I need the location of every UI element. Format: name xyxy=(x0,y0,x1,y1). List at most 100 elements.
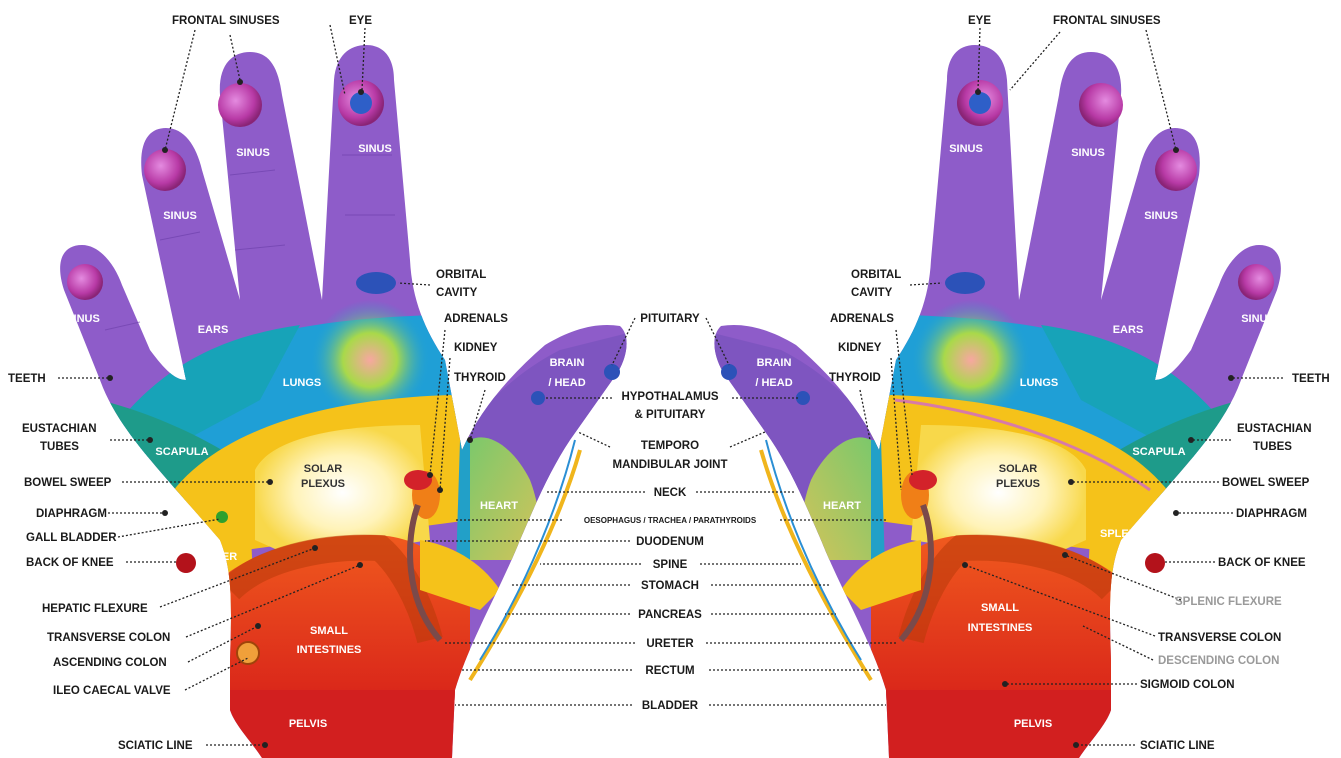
label-transverse-colon: TRANSVERSE COLON xyxy=(1158,632,1281,644)
label-pancreas: PANCREAS xyxy=(638,609,702,621)
label-eye: EYE xyxy=(349,15,372,27)
zone-sinus-label: SINUS xyxy=(66,313,100,325)
sinus-circle xyxy=(67,264,103,300)
label-eye: EYE xyxy=(968,15,991,27)
sinus-circle xyxy=(1155,149,1197,191)
label-thyroid: THYROID xyxy=(829,372,881,384)
label-back-of-knee: BACK OF KNEE xyxy=(1218,557,1306,569)
label-eustachian: EUSTACHIAN xyxy=(1237,423,1312,435)
zone-ears-label: EARS xyxy=(198,324,229,336)
zone-small-label: SMALL xyxy=(981,602,1019,614)
label-gall-bladder: GALL BLADDER xyxy=(26,532,117,544)
zone-intestines-label: INTESTINES xyxy=(968,622,1033,634)
label-neck: NECK xyxy=(654,487,687,499)
zone-solar-label: SOLAR xyxy=(999,463,1038,475)
zone-pelvis-label: PELVIS xyxy=(1014,718,1052,730)
label-hypothalamus: HYPOTHALAMUS xyxy=(621,391,718,403)
back-of-knee-dot xyxy=(176,553,196,573)
zone-brain-label: BRAIN xyxy=(550,357,585,369)
zone-sinus-label: SINUS xyxy=(1071,147,1105,159)
label-duodenum: DUODENUM xyxy=(636,536,704,548)
zone-sinus-label: SINUS xyxy=(1144,210,1178,222)
zone-solar-label: SOLAR xyxy=(304,463,343,475)
zone-sinus-label: SINUS xyxy=(1241,313,1275,325)
pituitary-dot xyxy=(604,364,620,380)
label-thyroid: THYROID xyxy=(454,372,506,384)
label-cavity: CAVITY xyxy=(436,287,478,299)
label-ileo-caecal-valve: ILEO CAECAL VALVE xyxy=(53,685,171,697)
zone-liver-label: LIVER xyxy=(205,551,237,563)
right-hand xyxy=(641,0,1341,758)
orbital-cavity-spot xyxy=(356,272,396,294)
zone-spleen-label: SPLEEN xyxy=(1100,528,1144,540)
zone-small-label: SMALL xyxy=(310,625,348,637)
label-transverse-colon: TRANSVERSE COLON xyxy=(47,632,170,644)
label-orbital: ORBITAL xyxy=(851,269,901,281)
label-sciatic-line: SCIATIC LINE xyxy=(118,740,193,752)
label-tubes: TUBES xyxy=(1253,441,1292,453)
label-bowel-sweep: BOWEL SWEEP xyxy=(24,477,112,489)
label-bladder: BLADDER xyxy=(642,700,699,712)
zone-heart-label: HEART xyxy=(823,500,861,512)
label-sigmoid-colon: SIGMOID COLON xyxy=(1140,679,1235,691)
zone-scapula-label: SCAPULA xyxy=(1132,446,1185,458)
label-rectum: RECTUM xyxy=(645,665,694,677)
label-hepatic-flexure: HEPATIC FLEXURE xyxy=(42,603,148,615)
label-spine: SPINE xyxy=(653,559,688,571)
zone-scapula-label: SCAPULA xyxy=(155,446,208,458)
zone-head-label: / HEAD xyxy=(548,377,585,389)
hypothalamus-dot xyxy=(796,391,810,405)
label-ureter: URETER xyxy=(646,638,694,650)
label-stomach: STOMACH xyxy=(641,580,699,592)
zone-pelvis-label: PELVIS xyxy=(289,718,327,730)
label-diaphragm: DIAPHRAGM xyxy=(36,508,107,520)
label-teeth: TEETH xyxy=(8,373,46,385)
label-back-of-knee: BACK OF KNEE xyxy=(26,557,114,569)
sinus-circle xyxy=(218,83,262,127)
label-bowel-sweep: BOWEL SWEEP xyxy=(1222,477,1310,489)
zone-intestines-label: INTESTINES xyxy=(297,644,362,656)
label-adrenals: ADRENALS xyxy=(444,313,508,325)
label-descending-colon: DESCENDING COLON xyxy=(1158,655,1279,667)
ileo-caecal-valve xyxy=(237,642,259,664)
label-tubes: TUBES xyxy=(40,441,79,453)
label-sciatic-line: SCIATIC LINE xyxy=(1140,740,1215,752)
label-kidney: KIDNEY xyxy=(838,342,882,354)
sinus-circle xyxy=(1079,83,1123,127)
label-temporo: TEMPORO xyxy=(641,440,699,452)
zone-lungs-label: LUNGS xyxy=(1020,377,1059,389)
label-diaphragm: DIAPHRAGM xyxy=(1236,508,1307,520)
label-mandibular-joint: MANDIBULAR JOINT xyxy=(613,459,728,471)
label-orbital: ORBITAL xyxy=(436,269,486,281)
label-teeth: TEETH xyxy=(1292,373,1330,385)
label-ascending-colon: ASCENDING COLON xyxy=(53,657,167,669)
zone-plexus-label: PLEXUS xyxy=(301,478,345,490)
eye-pupil xyxy=(969,92,991,114)
zone-sinus-label: SINUS xyxy=(949,143,983,155)
zone-head-label: / HEAD xyxy=(755,377,792,389)
zone-sinus-label: SINUS xyxy=(163,210,197,222)
label-splenic-flexure: SPLENIC FLEXURE xyxy=(1175,596,1282,608)
zone-lungs-label: LUNGS xyxy=(283,377,322,389)
sinus-circle xyxy=(1238,264,1274,300)
hypothalamus-dot xyxy=(531,391,545,405)
zone-plexus-label: PLEXUS xyxy=(996,478,1040,490)
eye-pupil xyxy=(350,92,372,114)
label-pituitary: PITUITARY xyxy=(640,313,700,325)
label-frontal-sinuses: FRONTAL SINUSES xyxy=(172,15,280,27)
back-of-knee-dot xyxy=(1145,553,1165,573)
label-oesophagus: OESOPHAGUS / TRACHEA / PARATHYROIDS xyxy=(584,516,757,525)
label-adrenals: ADRENALS xyxy=(830,313,894,325)
zone-sinus-label: SINUS xyxy=(358,143,392,155)
label-cavity: CAVITY xyxy=(851,287,893,299)
label-and-pituitary: & PITUITARY xyxy=(635,409,706,421)
zone-heart-label: HEART xyxy=(480,500,518,512)
label-frontal-sinuses: FRONTAL SINUSES xyxy=(1053,15,1161,27)
pituitary-dot xyxy=(721,364,737,380)
zone-brain-label: BRAIN xyxy=(757,357,792,369)
zone-ears-label: EARS xyxy=(1113,324,1144,336)
label-eustachian: EUSTACHIAN xyxy=(22,423,97,435)
label-kidney: KIDNEY xyxy=(454,342,498,354)
